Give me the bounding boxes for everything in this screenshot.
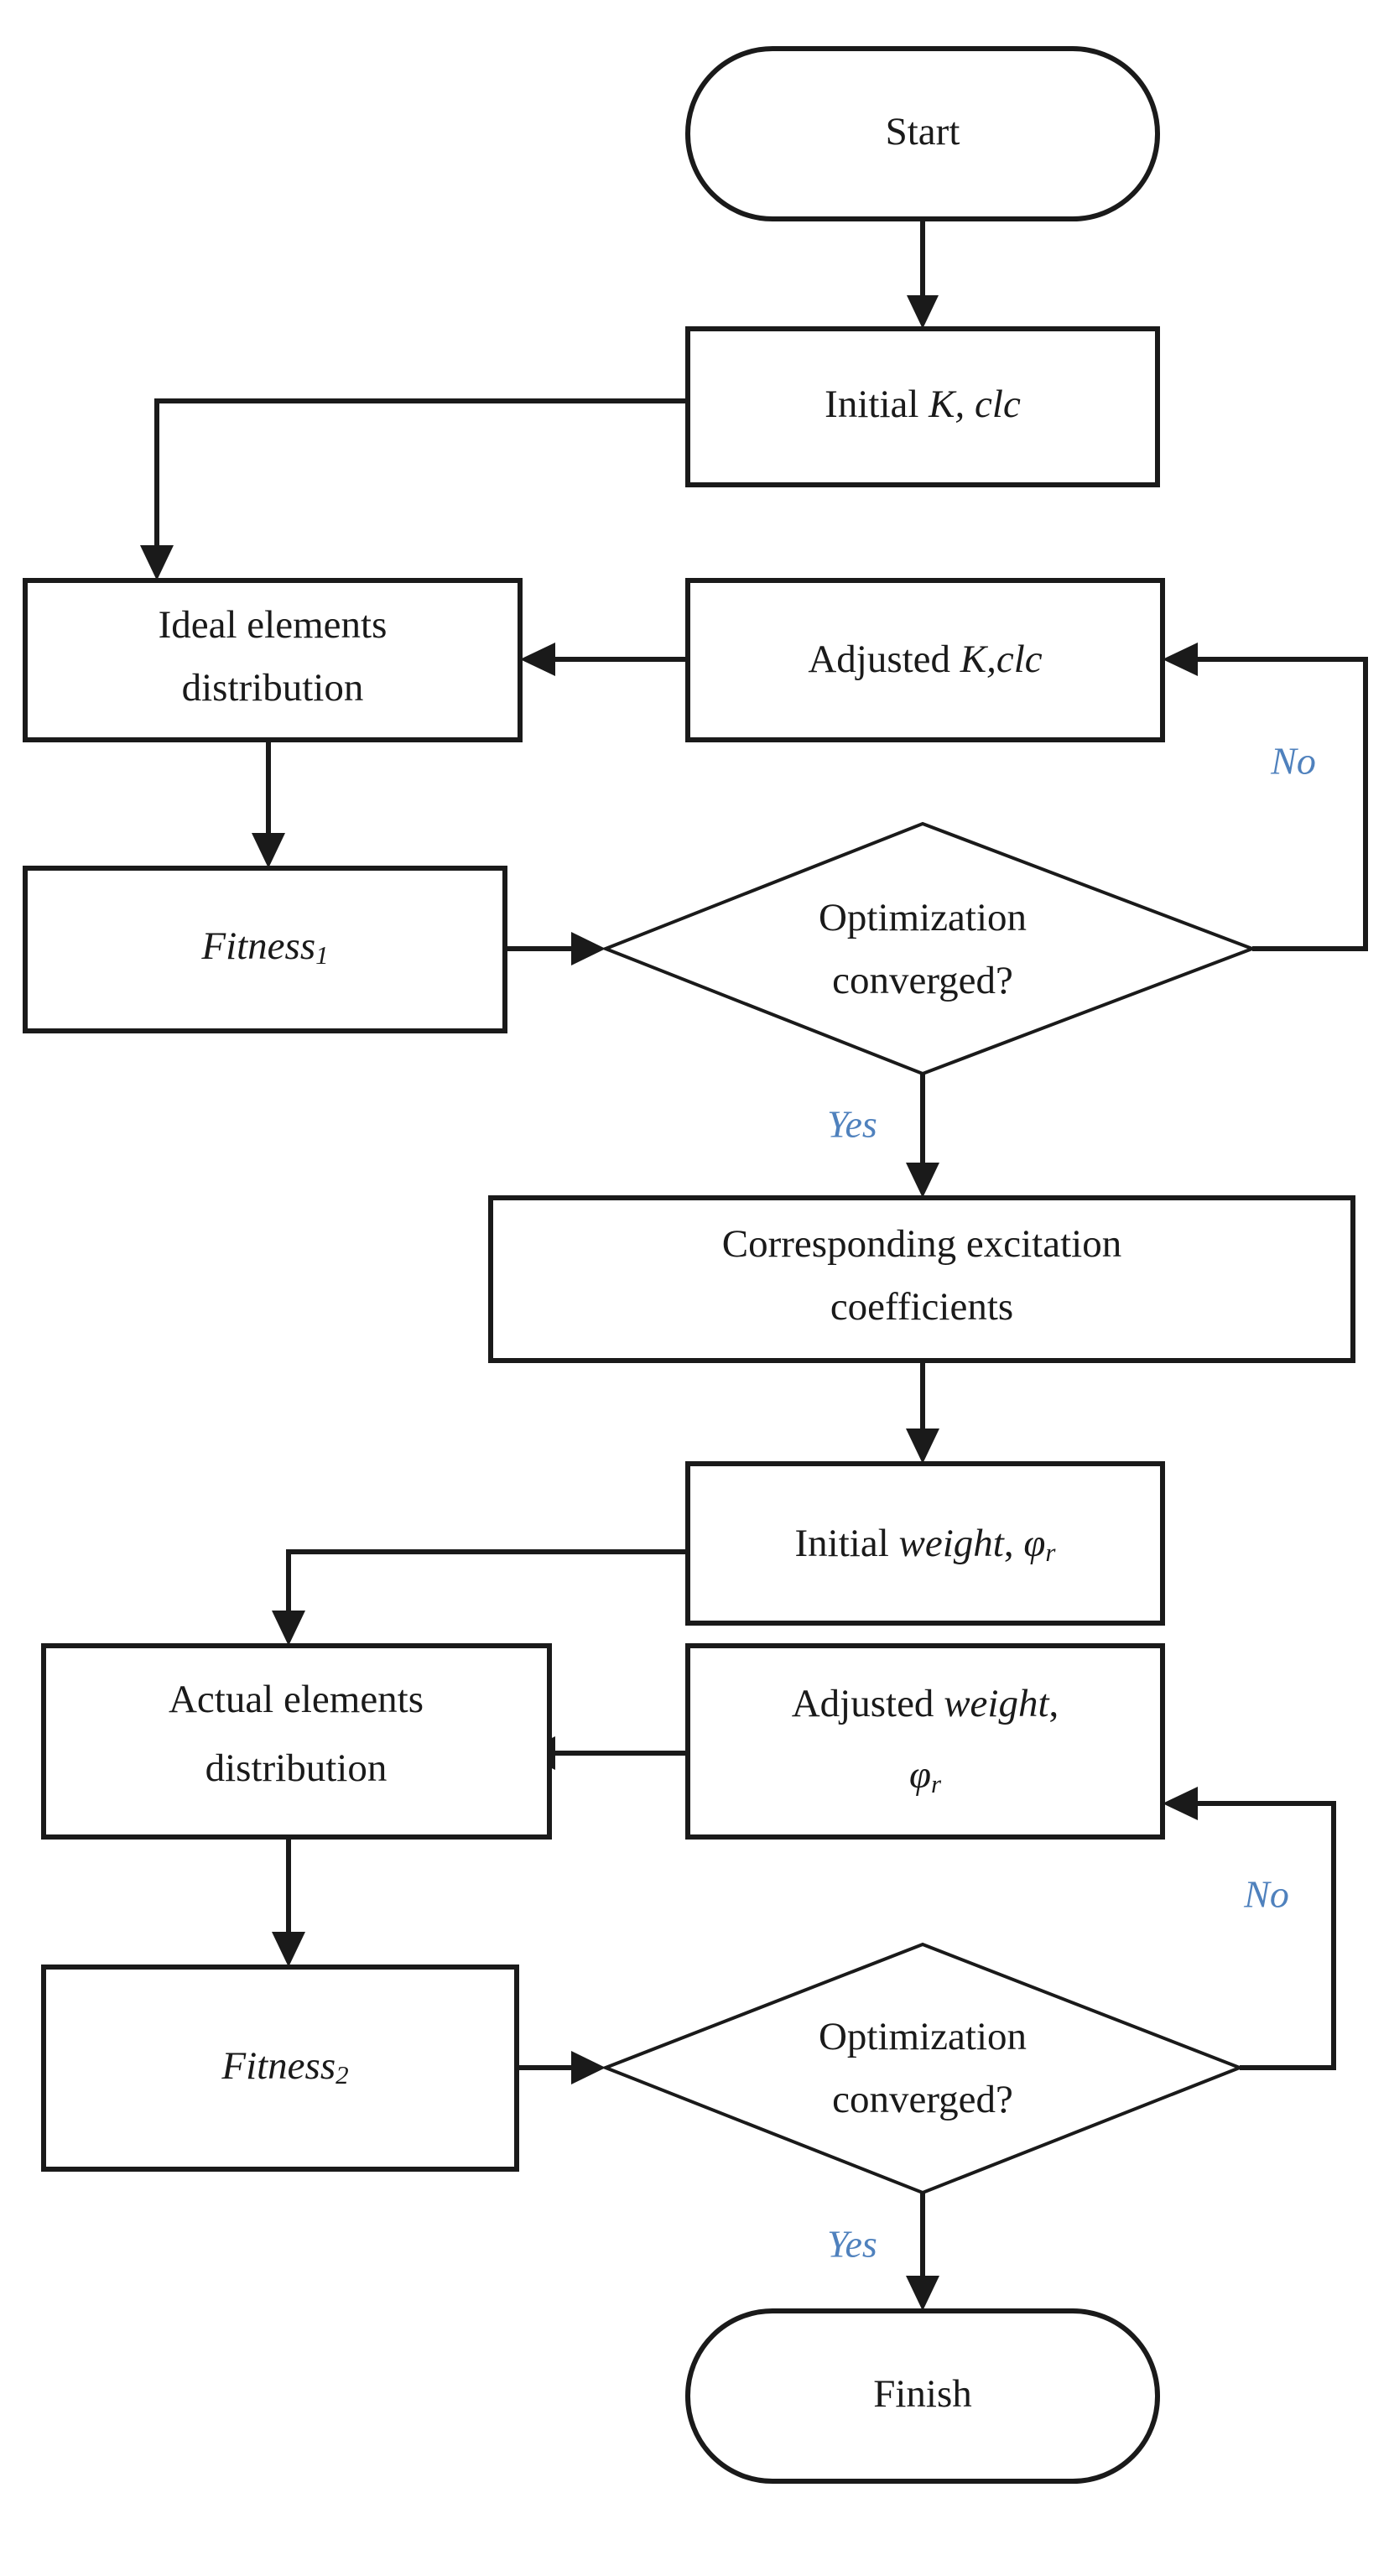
finish-shape: [685, 2308, 1160, 2484]
optimization-converged-2-line2: converged?: [832, 2078, 1013, 2121]
edge-fitness1-to-decision1: [505, 932, 606, 965]
node-adjusted-weight-phi[interactable]: Adjusted weight, φr: [685, 1643, 1165, 1840]
node-optimization-converged-1[interactable]: Optimization converged?: [601, 821, 1257, 1076]
initial-weight-phi-label: Initial weight, φr: [795, 1522, 1057, 1567]
edge-actual-to-fitness2: [272, 1837, 305, 1967]
node-initial-k-clc[interactable]: Initial K, clc: [685, 326, 1160, 487]
adjusted-weight-phi-shape: [685, 1643, 1165, 1840]
edge-decision1-yes-to-coefficients: [906, 1074, 939, 1198]
initial-k-clc-shape: [685, 326, 1160, 487]
edge-label-no-upper: No: [1270, 740, 1316, 783]
optimization-converged-1-line1: Optimization: [819, 896, 1027, 939]
edge-fitness2-to-decision2: [517, 2051, 606, 2084]
adjusted-weight-phi-line2: φr: [909, 1753, 942, 1798]
edge-ideal-to-fitness1: [252, 742, 285, 868]
corresponding-excitation-coefficients-line1: Corresponding excitation: [722, 1222, 1121, 1266]
fitness-1-label: Fitness1: [200, 924, 328, 970]
fitness-2-label: Fitness2: [221, 2044, 348, 2089]
edge-start-to-initial: [907, 219, 939, 329]
node-fitness-1[interactable]: Fitness1: [23, 866, 507, 1033]
ideal-elements-distribution-line2: distribution: [182, 666, 364, 710]
optimization-converged-1-line2: converged?: [832, 959, 1013, 1002]
initial-k-clc-label: Initial K, clc: [825, 382, 1021, 426]
node-corresponding-excitation-coefficients[interactable]: Corresponding excitation coefficients: [488, 1195, 1355, 1363]
actual-elements-distribution-line2: distribution: [205, 1746, 388, 1790]
node-adjusted-k-clc[interactable]: Adjusted K,clc: [685, 578, 1165, 742]
actual-elements-distribution-shape: [41, 1643, 552, 1840]
edge-decision1-no-to-adjusted: [1163, 643, 1368, 951]
edge-label-yes-lower: Yes: [827, 2223, 877, 2266]
edge-initial-weight-to-actual: [272, 1549, 688, 1646]
connector-layer: [140, 219, 1368, 2311]
adjusted-k-clc-label: Adjusted K,clc: [808, 637, 1042, 681]
start-label: Start: [886, 110, 960, 154]
optimization-converged-2-line1: Optimization: [819, 2015, 1027, 2058]
initial-weight-phi-shape: [685, 1461, 1165, 1626]
optimization-converged-1-shape: [601, 821, 1257, 1076]
node-finish[interactable]: Finish: [685, 2308, 1160, 2484]
node-actual-elements-distribution[interactable]: Actual elements distribution: [41, 1643, 552, 1840]
edge-adjusted-to-ideal: [520, 643, 688, 676]
edge-initial-to-ideal: [140, 398, 688, 580]
edge-decision2-yes-to-finish: [906, 2193, 939, 2311]
edge-coefficients-to-initial-weight: [906, 1361, 939, 1464]
ideal-elements-distribution-shape: [23, 578, 523, 742]
edge-label-yes-upper: Yes: [827, 1103, 877, 1146]
node-start[interactable]: Start: [685, 46, 1160, 221]
start-shape: [685, 46, 1160, 221]
node-fitness-2[interactable]: Fitness2: [41, 1965, 519, 2172]
adjusted-weight-phi-line1: Adjusted weight,: [792, 1682, 1059, 1725]
ideal-elements-distribution-line1: Ideal elements: [159, 603, 388, 647]
adjusted-k-clc-shape: [685, 578, 1165, 742]
fitness-2-shape: [41, 1965, 519, 2172]
node-optimization-converged-2[interactable]: Optimization converged?: [601, 1942, 1245, 2195]
edge-decision2-no-to-adjusted-weight: [1163, 1787, 1336, 2070]
actual-elements-distribution-line1: Actual elements: [169, 1678, 424, 1721]
finish-label: Finish: [873, 2372, 972, 2416]
fitness-1-shape: [23, 866, 507, 1033]
node-initial-weight-phi[interactable]: Initial weight, φr: [685, 1461, 1165, 1626]
corresponding-excitation-coefficients-shape: [488, 1195, 1355, 1363]
corresponding-excitation-coefficients-line2: coefficients: [830, 1285, 1013, 1329]
optimization-converged-2-shape: [601, 1942, 1245, 2195]
edge-label-no-lower: No: [1243, 1873, 1289, 1916]
node-ideal-elements-distribution[interactable]: Ideal elements distribution: [23, 578, 523, 742]
